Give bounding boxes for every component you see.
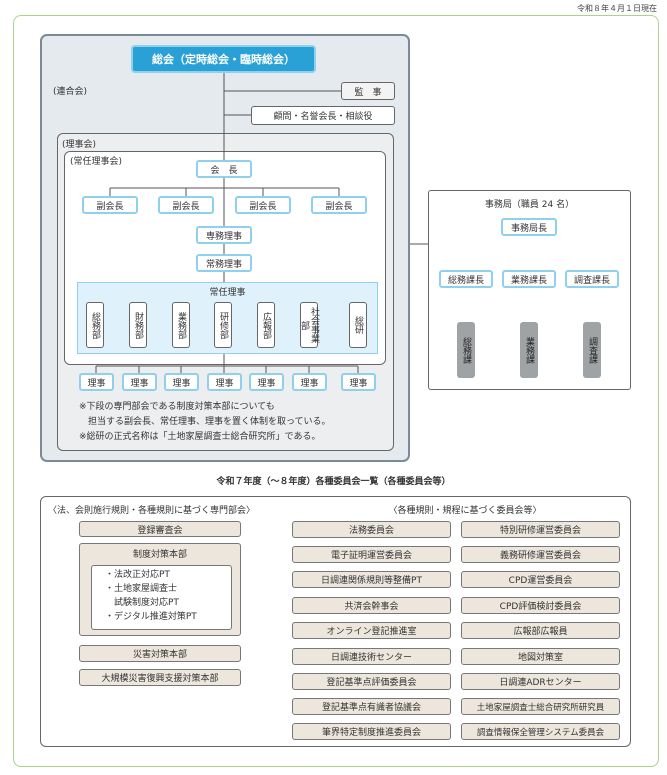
note-line: ※下段の専門部会である制度対策本部についても [79, 402, 275, 412]
committee-box: CPD運営委員会 [461, 571, 620, 588]
committee-box: 義務研修運営委員会 [461, 546, 620, 563]
pt-item: 試験制度対応PT [105, 598, 179, 608]
section-box: 調査課 [583, 322, 601, 378]
committee-box: 日調連ADRセンター [461, 673, 620, 690]
standing-board-label: (常任理事会) [70, 157, 123, 167]
secretariat-label: 事務局（職員 24 名） [484, 200, 575, 210]
director-box: 理事 [249, 373, 284, 391]
policy-hq-label: 制度対策本部 [132, 550, 187, 560]
general-meeting-box: 総会（定時総会・臨時総会） [131, 45, 316, 73]
pt-item: ・土地家屋調査士 [105, 584, 178, 594]
note-line: 担当する副会長、常任理事、理事を置く体制を取っている。 [79, 417, 331, 427]
president-box: 会 長 [196, 160, 252, 178]
secretariat-head-box: 事務局長 [501, 218, 557, 236]
federation-label: (連合会) [53, 87, 88, 97]
director-box: 理事 [164, 373, 199, 391]
notes: ※下段の専門部会である制度対策本部についても 担当する副会長、常任理事、理事を置… [79, 400, 331, 445]
director-box: 理事 [122, 373, 157, 391]
director-box: 理事 [341, 373, 376, 391]
board-label: (理事会) [62, 140, 97, 150]
committee-box: 法務委員会 [292, 521, 451, 538]
department-box: 総研 [349, 302, 367, 348]
executive-director-box: 専務理事 [196, 226, 252, 244]
vice-president-box: 副会長 [82, 196, 138, 214]
note-line: ※総研の正式名称は「土地家屋調査士総合研究所」である。 [79, 432, 321, 442]
director-box: 理事 [207, 373, 242, 391]
department-box: 財務部 [129, 302, 147, 348]
committee-box: 特別研修運営委員会 [461, 521, 620, 538]
pt-list: ・法改正対応PT ・土地家屋調査士 試験制度対応PT ・デジタル推進対策PT [105, 568, 197, 624]
committee-box: オンライン登記推進室 [292, 622, 451, 639]
department-box: 業務部 [172, 302, 190, 348]
right-group-heading: 〈各種規則・規程に基づく委員会等〉 [388, 506, 542, 516]
committee-list-title: 令和７年度（〜８年度）各種委員会一覧（各種委員会等） [216, 477, 451, 487]
date-label: 令和８年４月１日現在 [577, 4, 657, 13]
pt-item: ・デジタル推進対策PT [105, 612, 197, 622]
department-box: 社会事業部 [299, 302, 319, 348]
committee-box: 登記基準点評価委員会 [292, 673, 451, 690]
section-manager-box: 調査課長 [565, 270, 619, 288]
section-manager-box: 総務課長 [439, 270, 493, 288]
committee-box: 調査情報保全管理システム委員会 [461, 723, 620, 740]
vice-president-box: 副会長 [158, 196, 214, 214]
pt-item: ・法改正対応PT [105, 570, 170, 580]
pt-list-box [91, 565, 232, 630]
committee-box: 日調連関係規則等整備PT [292, 571, 451, 588]
committee-box: 登記基準点有識者協議会 [292, 698, 451, 715]
committee-box: 災害対策本部 [79, 645, 241, 662]
committee-box: 土地家屋調査士総合研究所研究員 [461, 698, 620, 715]
left-group-heading: 〈法、会則施行規則・各種規則に基づく専門部会〉 [48, 506, 256, 516]
department-box: 研修部 [214, 302, 232, 348]
department-box: 総務部 [86, 302, 104, 348]
committee-box: 共済会幹事会 [292, 597, 451, 614]
committee-box: 筆界特定制度推進委員会 [292, 723, 451, 740]
director-box: 理事 [292, 373, 327, 391]
section-box: 業務課 [520, 322, 538, 378]
committee-box: 登録審査会 [79, 521, 241, 537]
committee-box: 広報部広報員 [461, 622, 620, 639]
committee-box: 電子証明運営委員会 [292, 546, 451, 563]
advisors-box: 顧問・名誉会長・相談役 [251, 106, 395, 125]
managing-director-box: 常務理事 [196, 254, 252, 272]
auditor-box: 監 事 [341, 82, 395, 100]
section-manager-box: 業務課長 [502, 270, 556, 288]
committee-box: CPD評価検討委員会 [461, 597, 620, 614]
committee-box: 日調連技術センター [292, 648, 451, 665]
standing-directors-label: 常任理事 [209, 288, 246, 298]
vice-president-box: 副会長 [235, 196, 291, 214]
director-box: 理事 [79, 373, 114, 391]
committee-box: 大規模災害復興支援対策本部 [79, 669, 241, 686]
vice-president-box: 副会長 [311, 196, 367, 214]
section-box: 総務課 [457, 322, 475, 378]
department-box: 広報部 [257, 302, 275, 348]
committee-box: 地図対策室 [461, 648, 620, 665]
